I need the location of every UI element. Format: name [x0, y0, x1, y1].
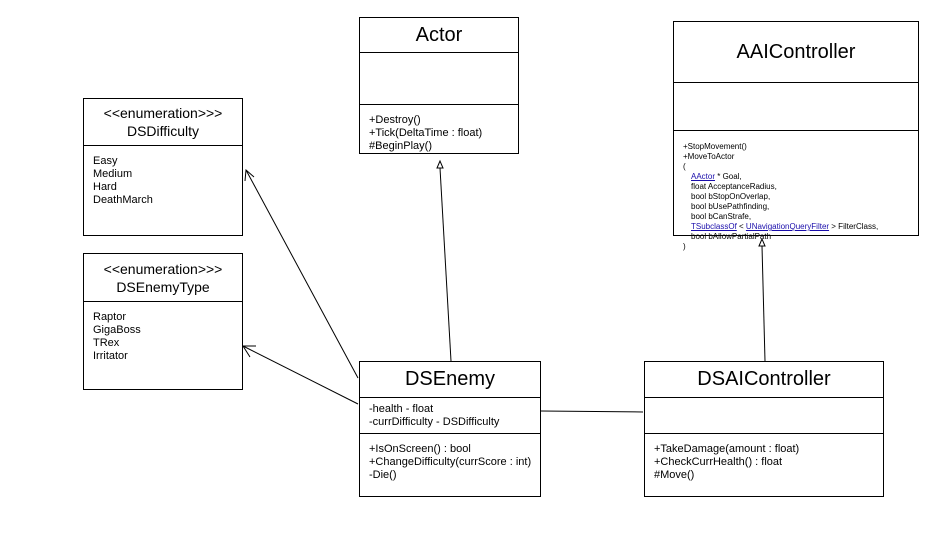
dsenemy-name-section: DSEnemy	[360, 362, 540, 397]
enum-value: TRex	[93, 337, 120, 349]
enum-value: DeathMarch	[93, 194, 153, 206]
goal-param-text: * Goal,	[715, 172, 742, 181]
enemy-to-actor-line	[439, 167, 452, 362]
dsenemy-attribute: -currDifficulty - DSDifficulty	[369, 416, 500, 428]
actor-name-section: Actor	[360, 18, 518, 52]
aaicontroller-class: AAIController +StopMovement() +MoveToAct…	[673, 21, 919, 251]
dsenemy-class: DSEnemy -health - float -currDifficulty …	[359, 361, 541, 497]
dsenemytype-enum: <<enumeration>>> DSEnemyType Raptor Giga…	[83, 253, 243, 390]
dsenemy-name: DSEnemy	[404, 368, 496, 390]
aaicontroller-param: float AcceptanceRadius,	[691, 182, 777, 191]
tsubclassof-link[interactable]: TSubclassOf	[691, 222, 737, 231]
unavigationqueryfilter-link[interactable]: UNavigationQueryFilter	[745, 222, 830, 231]
enemy-to-actor-arrowhead	[436, 159, 444, 169]
aactor-link[interactable]: AActor	[691, 172, 716, 181]
filter-param-text: > FilterClass,	[829, 222, 879, 231]
dsaicontroller-method: +CheckCurrHealth() : float	[654, 456, 783, 468]
dsdifficulty-name-section: <<enumeration>>> DSDifficulty	[84, 99, 242, 145]
enemy-to-enemytype-arrowhead	[242, 345, 256, 358]
aaicontroller-method: +StopMovement()	[683, 142, 747, 151]
dsaicontroller-attributes-section	[645, 397, 883, 433]
dsaicontroller-methods-section: +TakeDamage(amount : float) +CheckCurrHe…	[645, 433, 883, 496]
dsaicontroller-method: #Move()	[654, 469, 695, 481]
actor-method: #BeginPlay()	[369, 140, 432, 152]
dsenemytype-stereotype: <<enumeration>>>	[103, 260, 223, 277]
aaicontroller-param: bool bStopOnOverlap,	[691, 192, 771, 201]
dsaicontroller-method: +TakeDamage(amount : float)	[654, 443, 800, 455]
aaicontroller-param: AActor * Goal,	[683, 172, 918, 182]
dsdifficulty-values-section: Easy Medium Hard DeathMarch	[84, 145, 242, 235]
dsenemy-attributes-section: -health - float -currDifficulty - DSDiff…	[360, 397, 540, 433]
dsenemy-method: +IsOnScreen() : bool	[369, 443, 471, 455]
dsaicontroller-name-section: DSAIController	[645, 362, 883, 397]
dsdifficulty-enum: <<enumeration>>> DSDifficulty Easy Mediu…	[83, 98, 243, 236]
aicontroller-to-aaicontroller-line	[761, 245, 766, 362]
aaicontroller-method: +MoveToActor	[683, 152, 735, 161]
actor-name: Actor	[415, 23, 463, 46]
dsenemy-method: -Die()	[369, 469, 397, 481]
dsenemy-methods-section: +IsOnScreen() : bool +ChangeDifficulty(c…	[360, 433, 540, 496]
aaicontroller-param: TSubclassOf < UNavigationQueryFilter > F…	[683, 222, 918, 232]
aaicontroller-param: bool bCanStrafe,	[691, 212, 752, 221]
enum-value: Medium	[93, 168, 133, 180]
actor-attributes-section	[360, 52, 518, 104]
aaicontroller-attributes-section	[674, 82, 918, 130]
actor-methods-section: +Destroy() +Tick(DeltaTime : float) #Beg…	[360, 104, 518, 153]
enemy-aicontroller-association	[540, 410, 644, 413]
dsaicontroller-name: DSAIController	[697, 368, 831, 390]
enum-value: Irritator	[93, 350, 128, 362]
aicontroller-to-aaicontroller-arrowhead	[758, 237, 766, 247]
dsenemy-method: +ChangeDifficulty(currScore : int)	[369, 456, 532, 468]
enum-value: GigaBoss	[93, 324, 141, 336]
aaicontroller-name: AAIController	[736, 40, 856, 63]
filter-param-text: <	[736, 222, 746, 231]
aaicontroller-param: (	[683, 162, 686, 171]
aaicontroller-param: bool bUsePathfinding,	[691, 202, 770, 211]
actor-method: +Tick(DeltaTime : float)	[369, 127, 483, 139]
enum-value: Easy	[93, 155, 118, 167]
dsaicontroller-class: DSAIController +TakeDamage(amount : floa…	[644, 361, 884, 497]
aaicontroller-param: )	[683, 242, 686, 251]
dsenemy-attribute: -health - float	[369, 403, 434, 415]
actor-class: Actor +Destroy() +Tick(DeltaTime : float…	[359, 17, 519, 154]
dsdifficulty-stereotype: <<enumeration>>>	[103, 105, 223, 121]
aaicontroller-param: bool bAllowPartialPath	[691, 232, 772, 241]
dsdifficulty-name: DSDifficulty	[126, 123, 200, 139]
enemy-to-enemytype-line	[242, 345, 359, 405]
enum-value: Hard	[93, 181, 117, 193]
dsenemytype-name: DSEnemyType	[116, 278, 210, 295]
actor-method: +Destroy()	[369, 114, 421, 126]
aaicontroller-methods-section: +StopMovement() +MoveToActor ( AActor * …	[674, 130, 918, 251]
dsenemytype-values-section: Raptor GigaBoss TRex Irritator	[84, 301, 242, 389]
enum-value: Raptor	[93, 311, 127, 323]
dsenemytype-name-section: <<enumeration>>> DSEnemyType	[84, 254, 242, 301]
enemy-to-difficulty-arrowhead	[244, 168, 255, 182]
enemy-to-difficulty-line	[245, 169, 359, 379]
aaicontroller-name-section: AAIController	[674, 22, 918, 82]
